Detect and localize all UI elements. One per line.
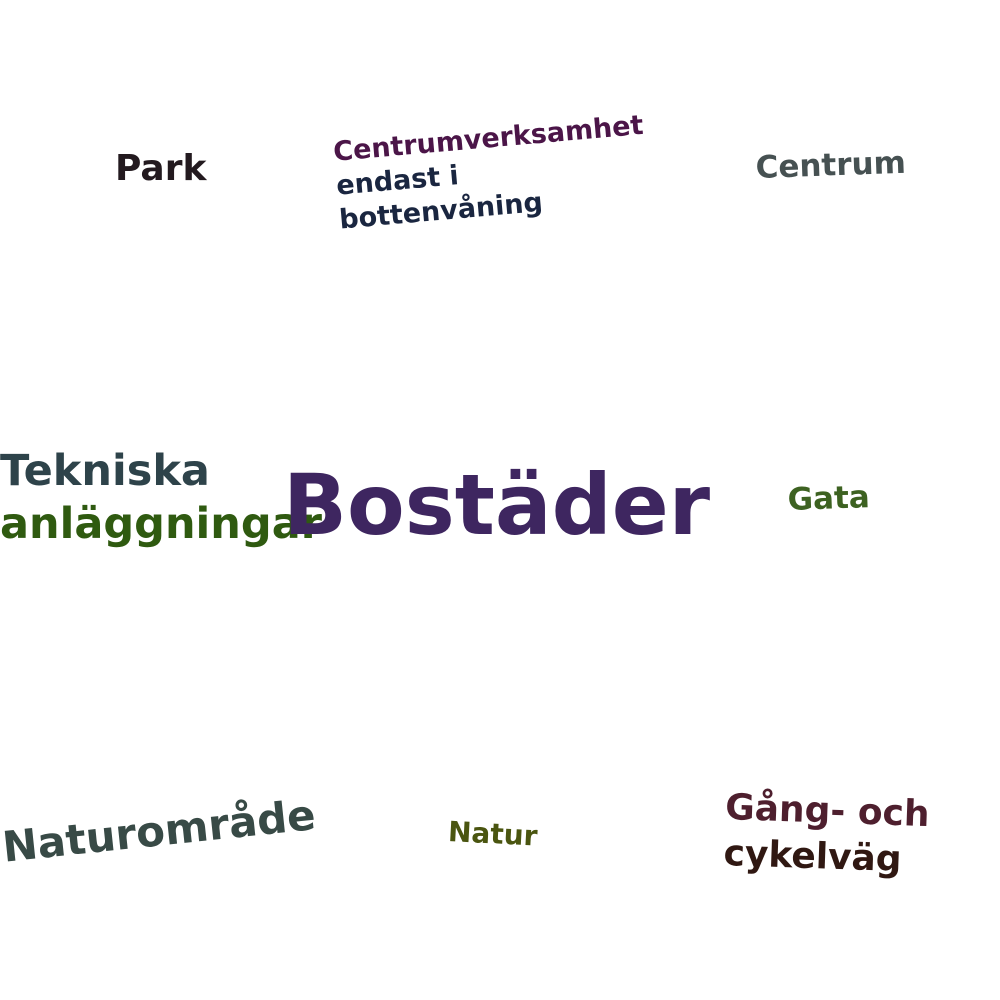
word-park-line-1: Park [115, 148, 207, 189]
word-bostader-line-1: Bostäder [283, 456, 711, 554]
word-tekniska-line-2: anläggningar [0, 499, 322, 549]
word-park: Park [115, 147, 206, 190]
word-natur-line-1: Natur [447, 815, 539, 853]
word-natur: Natur [447, 815, 538, 853]
word-centrum: Centrum [755, 145, 907, 187]
word-centrum-line-1: Centrum [755, 144, 907, 186]
word-tekniska-anlaggningar: Tekniska anläggningar [0, 445, 322, 551]
word-bostader: Bostäder [283, 455, 710, 555]
word-gata-line-1: Gata [787, 479, 871, 518]
word-gata: Gata [787, 479, 870, 519]
word-gang-line-1: Gång- och [724, 786, 931, 836]
word-gang-line-2: cykelväg [722, 832, 903, 881]
word-centrumverksamhet: Centrumverksamhet endast i bottenvåning [332, 109, 651, 238]
word-tekniska-line-1: Tekniska [0, 446, 210, 496]
word-naturomrade: Naturområde [0, 790, 318, 873]
word-naturomrade-line-1: Naturområde [0, 790, 318, 872]
word-gang-och-cykelvag: Gång- och cykelväg [723, 785, 931, 884]
